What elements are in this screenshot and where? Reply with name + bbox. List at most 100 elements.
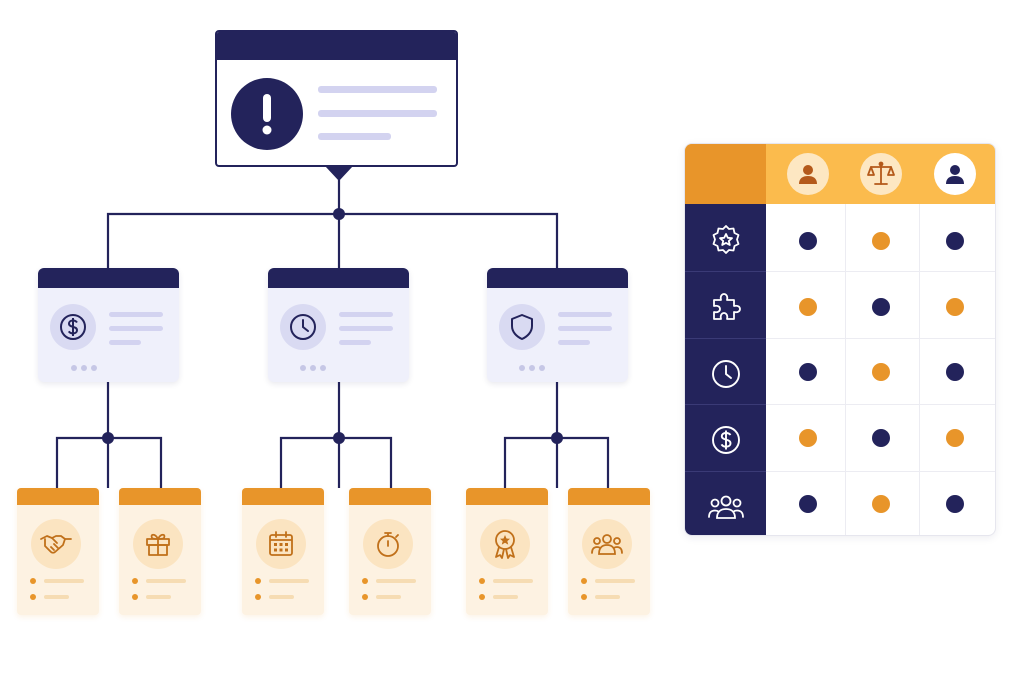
- leaf-text-line: [595, 579, 635, 583]
- matrix-col-user-alt-icon: [934, 153, 976, 195]
- leaf-text-line: [146, 579, 186, 583]
- leaf-text-line: [376, 579, 416, 583]
- branch-card-header: [487, 268, 628, 288]
- clock-icon: [280, 304, 326, 350]
- grid-line: [845, 204, 846, 535]
- matrix-cell-dot: [799, 495, 817, 513]
- pager-dot: [71, 365, 77, 371]
- matrix-row-star-badge-icon: [707, 221, 745, 259]
- leaf-card-header: [17, 488, 99, 505]
- matrix-cell-dot: [872, 298, 890, 316]
- gift-icon: [133, 519, 183, 569]
- leaf-text-line: [595, 595, 620, 599]
- junction-dot-right: [551, 432, 563, 444]
- junction-dot-root: [333, 208, 345, 220]
- matrix-cell-dot: [946, 495, 964, 513]
- leaf-card-header: [349, 488, 431, 505]
- matrix-cell-dot: [946, 429, 964, 447]
- root-text-line: [318, 133, 391, 140]
- bullet-dot: [255, 578, 261, 584]
- award-ribbon-icon: [480, 519, 530, 569]
- handshake-icon: [31, 519, 81, 569]
- leaf-card-stopwatch[interactable]: [349, 488, 431, 615]
- pager-dot: [310, 365, 316, 371]
- branch-text-line: [339, 312, 393, 317]
- matrix-cell-dot: [872, 495, 890, 513]
- branch-text-line: [339, 340, 371, 345]
- grid-line: [766, 404, 995, 405]
- branch-text-line: [558, 312, 612, 317]
- matrix-cell-dot: [872, 232, 890, 250]
- branch-mid-rail: [279, 436, 393, 488]
- matrix-cell-dot: [946, 363, 964, 381]
- leaf-card-header: [568, 488, 650, 505]
- branch-text-line: [109, 312, 163, 317]
- pager-dot: [539, 365, 545, 371]
- leaf-card-header: [242, 488, 324, 505]
- root-text-line: [318, 110, 437, 117]
- branch-card-header: [268, 268, 409, 288]
- branch-text-line: [109, 340, 141, 345]
- dollar-icon: [50, 304, 96, 350]
- pager-dot: [91, 365, 97, 371]
- bullet-dot: [362, 594, 368, 600]
- root-pointer: [325, 166, 353, 181]
- matrix-col-user-icon: [787, 153, 829, 195]
- matrix-cell-dot: [799, 429, 817, 447]
- side-separator: [685, 338, 766, 339]
- matrix-cell-dot: [799, 298, 817, 316]
- branch-card-dollar[interactable]: [38, 268, 179, 382]
- comparison-matrix: [684, 143, 996, 536]
- bullet-dot: [362, 578, 368, 584]
- leaf-card-team[interactable]: [568, 488, 650, 615]
- matrix-col-balance-scale-icon: [860, 153, 902, 195]
- leaf-card-award[interactable]: [466, 488, 548, 615]
- team-icon: [582, 519, 632, 569]
- leaf-card-header: [119, 488, 201, 505]
- branch-card-clock[interactable]: [268, 268, 409, 382]
- matrix-row-clock-icon: [707, 355, 745, 393]
- leaf-card-handshake[interactable]: [17, 488, 99, 615]
- bullet-dot: [255, 594, 261, 600]
- bullet-dot: [479, 594, 485, 600]
- bullet-dot: [581, 594, 587, 600]
- matrix-cell-dot: [799, 232, 817, 250]
- shield-icon: [499, 304, 545, 350]
- bullet-dot: [30, 594, 36, 600]
- alert-exclamation-icon: [231, 78, 303, 150]
- leaf-card-header: [466, 488, 548, 505]
- matrix-cell-dot: [872, 429, 890, 447]
- leaf-card-gift[interactable]: [119, 488, 201, 615]
- pager-dot: [320, 365, 326, 371]
- matrix-row-dollar-icon: [707, 421, 745, 459]
- root-text-line: [318, 86, 437, 93]
- matrix-cell-dot: [872, 363, 890, 381]
- stopwatch-icon: [363, 519, 413, 569]
- grid-line: [766, 271, 995, 272]
- junction-dot-mid: [333, 432, 345, 444]
- matrix-row-team-icon: [705, 488, 747, 526]
- branch-text-line: [339, 326, 393, 331]
- bullet-dot: [132, 578, 138, 584]
- pager-dot: [519, 365, 525, 371]
- matrix-corner-cell: [685, 144, 766, 204]
- matrix-row-puzzle-icon: [707, 288, 745, 326]
- junction-dot-left: [102, 432, 114, 444]
- leaf-text-line: [44, 595, 69, 599]
- branch-text-line: [558, 326, 612, 331]
- side-separator: [685, 404, 766, 405]
- leaf-text-line: [269, 595, 294, 599]
- bullet-dot: [30, 578, 36, 584]
- branch-card-header: [38, 268, 179, 288]
- calendar-icon: [256, 519, 306, 569]
- branch-text-line: [109, 326, 163, 331]
- leaf-text-line: [44, 579, 84, 583]
- root-alert-card[interactable]: [215, 30, 458, 167]
- branch-card-shield[interactable]: [487, 268, 628, 382]
- leaf-card-calendar[interactable]: [242, 488, 324, 615]
- grid-line: [766, 338, 995, 339]
- leaf-text-line: [493, 595, 518, 599]
- branch-rail: [106, 212, 559, 268]
